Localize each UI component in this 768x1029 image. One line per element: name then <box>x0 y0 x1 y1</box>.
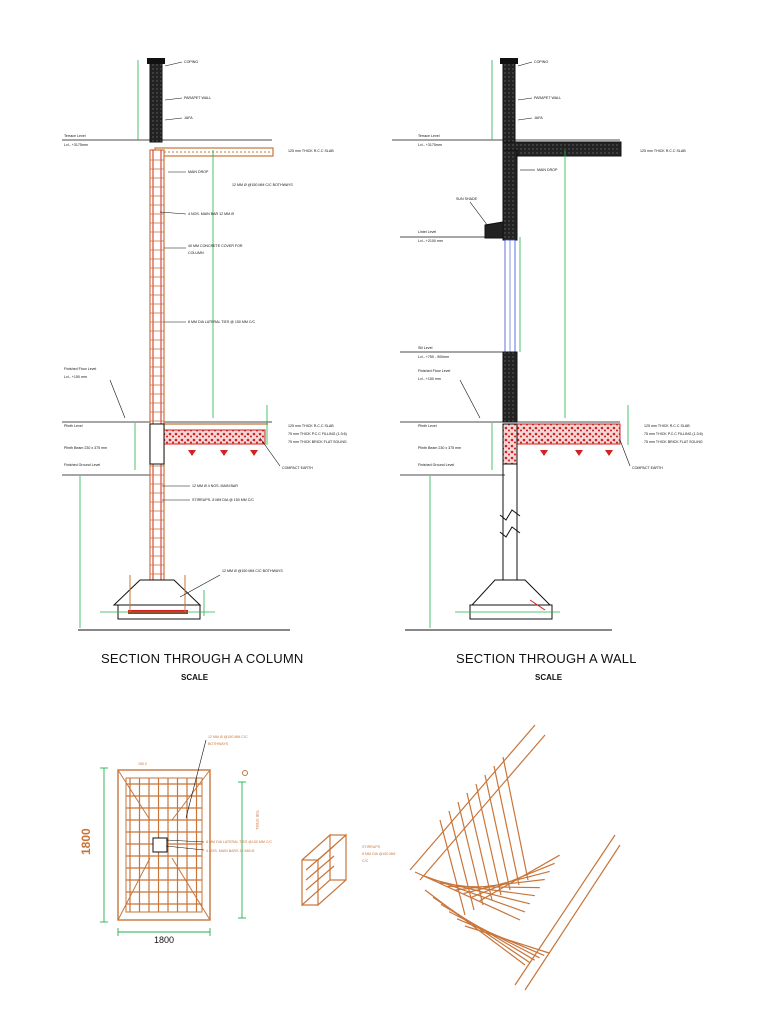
stirrup-label-2: 8 MM DIA @150 MM <box>362 852 395 856</box>
wall-label-slab2: 125 mm THICK R.C.C SLAB <box>644 424 690 428</box>
wall-section: COPING PARAPET WALL JAFA Terrace Level L… <box>392 58 703 631</box>
col-label-main-bar2: 12 MM Ø 4 NOS. MAIN BAR <box>192 484 238 488</box>
column-section: COPING PARAPET WALL JAFA Terrace Level L… <box>62 58 347 631</box>
col-label-main-bar: 4 NOS. MAIN BAR 12 MM Ø <box>188 212 234 216</box>
wall-label-jafri: JAFA <box>534 116 543 120</box>
wall-section-scale: SCALE <box>535 673 563 682</box>
wall-label-main-drop: MAIN DROP <box>537 168 558 172</box>
column-section-scale: SCALE <box>181 673 209 682</box>
wall-label-sunshade: SUN SHADE <box>456 197 478 201</box>
col-label-lateral: 8 MM DIA LATERAL TIES @ 150 MM C/C <box>188 320 255 324</box>
wall-label-ffl-lvl: Lvl.- +150 mm <box>418 377 441 381</box>
column-section-title: SECTION THROUGH A COLUMN <box>101 651 304 666</box>
col-label-pcc: 75 mm THICK P.C.C FILLING (1:3:6) <box>288 432 347 436</box>
wall-label-terrace: Terrace Level <box>418 134 440 138</box>
footing-plan: 1800 1800 150.0 12 MM Ø @150 MM C/C BOTH… <box>79 735 272 945</box>
wall-label-parapet: PARAPET WALL <box>534 96 561 100</box>
col-label-earth: COMPACT EARTH <box>282 466 313 470</box>
wall-label-lintel-lvl: Lvl.- +2100 mm <box>418 239 443 243</box>
wall-label-ffl: Finished Floor Level <box>418 369 451 373</box>
wall-label-slab: 125 mm THICK R.C.C SLAB <box>640 149 686 153</box>
wall-section-title: SECTION THROUGH A WALL <box>456 651 637 666</box>
col-label-ffl: Finished Floor Level <box>64 367 97 371</box>
wall-label-sill-lvl: Lvl.- +750 - 900mm <box>418 355 449 359</box>
wall-label-coping: COPING <box>534 60 548 64</box>
footing-bars2-label: BOTHWAYS <box>208 742 229 746</box>
col-label-jafri: JAFA <box>184 116 193 120</box>
col-label-plinth: Plinth Level <box>64 424 83 428</box>
stirrup-label-1: STIRRUPS <box>362 845 381 849</box>
col-label-parapet: PARAPET WALL <box>184 96 211 100</box>
stirrup-detail <box>301 833 347 907</box>
wall-label-pcc: 75 mm THICK P.C.C FILLING (1:3:6) <box>644 432 703 436</box>
col-label-terrace-lvl: Lvl.- +3175mm <box>64 143 88 147</box>
col-label-cover2: COLUMN <box>188 251 204 255</box>
col-label-ffl-lvl: Lvl.- +150 mm <box>64 375 87 379</box>
col-label-slab2: 125 mm THICK R.C.C SLAB <box>288 424 334 428</box>
wall-label-terrace-lvl: Lvl.- +3175mm <box>418 143 442 147</box>
wall-label-brick: 75 mm THICK BRICK FLAT SOLING <box>644 440 703 444</box>
footing-dim-vertical: 1800 <box>79 828 93 855</box>
stirrup-label-3: C/C <box>362 859 369 863</box>
col-label-brick: 75 mm THICK BRICK FLAT SOLING <box>288 440 347 444</box>
col-label-coping: COPING <box>184 60 198 64</box>
footing-tor-label: TOR STEEL <box>255 810 259 830</box>
col-label-slab: 125 mm THICK R.C.C SLAB <box>288 149 334 153</box>
footing-main-label: 4 NOS. MAIN BARS 12 MM Ø <box>206 849 255 853</box>
col-label-plinth-beam: Plinth Beam 230 x 375 mm <box>64 446 107 450</box>
col-label-cover: 40 MM CONCRETE COVER FOR <box>188 244 243 248</box>
col-label-footing: 12 MM Ø @150 MM C/C BOTHWAYS <box>222 569 283 573</box>
isometric-rebar-cage <box>409 724 621 991</box>
col-label-main-drop: MAIN DROP <box>188 170 209 174</box>
col-label-terrace: Terrace Level <box>64 134 86 138</box>
col-label-stirrups: STIRRUPS- 8 MM DIA @ 150 MM C/C <box>192 498 254 502</box>
wall-label-earth: COMPACT EARTH <box>632 466 663 470</box>
wall-label-plinth-beam: Plinth Beam 230 x 375 mm <box>418 446 461 450</box>
footing-lateral-label: 8 MM DIA LATERAL TIES @150 MM C/C <box>206 840 272 844</box>
footing-dim-horizontal: 1800 <box>154 935 174 945</box>
wall-label-fgl: Finished Ground Level <box>418 463 454 467</box>
col-label-fgl: Finished Ground Level <box>64 463 100 467</box>
wall-label-lintel: Lintel Level <box>418 230 436 234</box>
wall-label-plinth: Plinth Level <box>418 424 437 428</box>
footing-small-dim: 150.0 <box>138 762 147 766</box>
footing-bars-label: 12 MM Ø @150 MM C/C <box>208 735 248 739</box>
col-label-stirrup-top: 12 MM Ø @150 MM C/C BOTHWAYS <box>232 183 293 187</box>
wall-label-sill: Sill Level <box>418 346 433 350</box>
